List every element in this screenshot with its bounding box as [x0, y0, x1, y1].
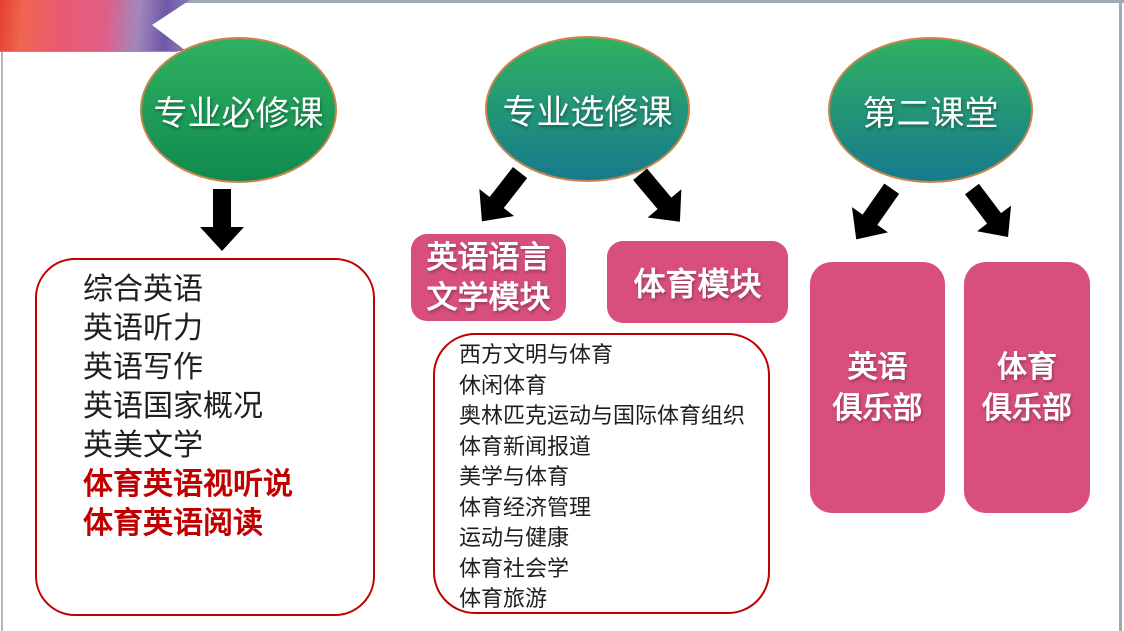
right-edge-line — [1119, 0, 1122, 631]
course-item: 体育旅游 — [459, 586, 548, 611]
club-box-english: 英语 俱乐部 — [810, 262, 945, 513]
node-required-courses: 专业必修课 — [140, 37, 337, 183]
arrow-second-to-sports-club — [954, 176, 1025, 250]
node-second-classroom: 第二课堂 — [828, 37, 1033, 183]
arrow-elective-to-english-module — [463, 157, 538, 236]
course-item: 美学与体育 — [459, 464, 570, 489]
course-item: 英语听力 — [83, 312, 203, 345]
node-elective-courses: 专业选修课 — [485, 36, 690, 182]
left-edge-line — [1, 50, 3, 631]
course-item-highlighted: 体育英语视听说 — [83, 468, 293, 501]
module-english-line2: 文学模块 — [426, 279, 551, 315]
course-item: 西方文明与体育 — [459, 342, 614, 367]
top-edge-line — [0, 0, 1124, 3]
required-courses-box: 综合英语 英语听力 英语写作 英语国家概况 英美文学 体育英语视听说 体育英语阅… — [35, 258, 375, 616]
arrow-elective-to-sports-module — [621, 158, 698, 238]
course-item: 休闲体育 — [459, 372, 548, 398]
course-item: 英语写作 — [83, 351, 203, 384]
course-item: 体育社会学 — [459, 555, 570, 581]
course-item: 运动与健康 — [459, 525, 570, 550]
module-box-english-literature: 英语语言 文学模块 — [411, 234, 566, 321]
module-english-line1: 英语语言 — [426, 239, 551, 275]
course-item-highlighted: 体育英语阅读 — [83, 507, 263, 540]
club-english-line2: 俱乐部 — [832, 391, 923, 425]
course-item: 体育经济管理 — [459, 494, 592, 520]
node-second-classroom-label: 第二课堂 — [862, 95, 999, 133]
club-english-line1: 英语 — [847, 350, 908, 384]
club-sports-line1: 体育 — [997, 350, 1057, 384]
module-sports-label: 体育模块 — [633, 266, 762, 302]
arrow-required-down — [199, 189, 245, 251]
watercolor-ribbon — [0, 0, 190, 51]
arrow-second-to-english-club — [838, 176, 910, 252]
course-item: 英语国家概况 — [83, 390, 263, 423]
course-item: 综合英语 — [83, 273, 203, 306]
course-item: 体育新闻报道 — [459, 433, 592, 459]
elective-courses-box: 西方文明与体育 休闲体育 奥林匹克运动与国际体育组织 体育新闻报道 美学与体育 … — [433, 333, 770, 614]
club-sports-line2: 俱乐部 — [982, 391, 1072, 425]
module-box-sports: 体育模块 — [607, 241, 788, 323]
club-box-sports: 体育 俱乐部 — [964, 262, 1090, 513]
node-elective-label: 专业选修课 — [502, 94, 673, 132]
course-item: 英美文学 — [83, 429, 203, 462]
node-required-label: 专业必修课 — [153, 95, 324, 133]
course-item: 奥林匹克运动与国际体育组织 — [459, 403, 746, 428]
